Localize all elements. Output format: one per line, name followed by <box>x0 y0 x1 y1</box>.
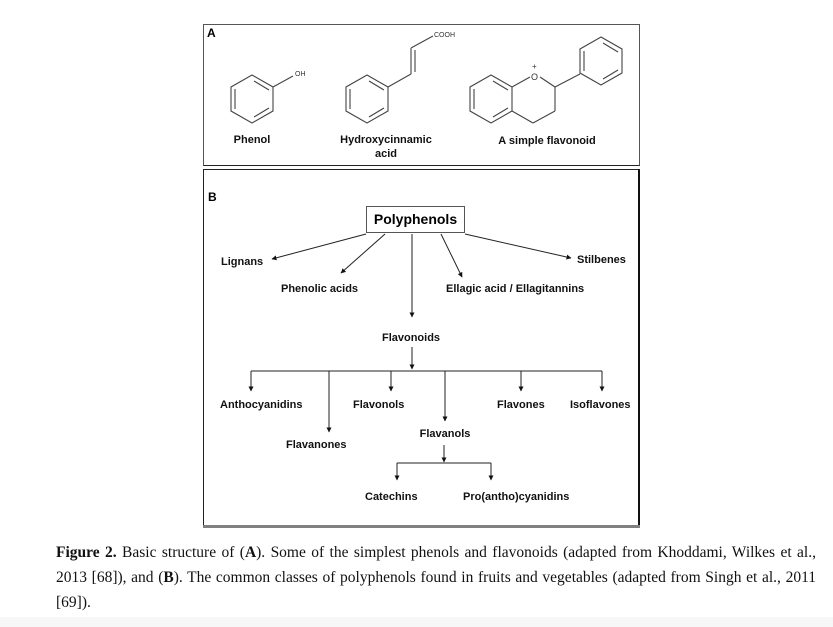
node-proanthocyanidins: Pro(antho)cyanidins <box>463 491 570 503</box>
arrow-to-stilbenes <box>464 233 572 260</box>
node-catechins: Catechins <box>365 491 418 503</box>
arrow-to-phenolic-acids <box>340 233 386 274</box>
hydroxycinnamic-label-line1: Hydroxycinnamic <box>340 134 432 146</box>
caption-label: Figure 2. <box>56 544 117 561</box>
page-bottom-strip <box>0 617 833 627</box>
phenol-oh-label: OH <box>295 71 306 78</box>
cooh-label: COOH <box>434 32 455 39</box>
node-flavonoids: Flavonoids <box>381 332 441 344</box>
node-phenolic-acids: Phenolic acids <box>281 283 359 295</box>
node-flavones: Flavones <box>497 399 545 411</box>
phenol-structure <box>230 74 294 124</box>
polyphenols-root-box: Polyphenols <box>366 206 465 233</box>
node-stilbenes: Stilbenes <box>577 254 626 266</box>
arrow-to-lignans <box>271 233 367 261</box>
node-flavanones: Flavanones <box>286 439 347 451</box>
phenol-label: Phenol <box>233 134 271 146</box>
node-isoflavones: Isoflavones <box>570 399 631 411</box>
caption-text-3: ). The common classes of polyphenols fou… <box>56 569 816 611</box>
caption-bold-a: A <box>244 544 257 561</box>
panel-b-letter: B <box>208 190 217 204</box>
arrow-to-ellagic <box>440 233 463 278</box>
charge-label: + <box>532 62 537 71</box>
node-ellagic-acid: Ellagic acid / Ellagitannins <box>446 283 585 295</box>
panel-a <box>203 24 640 166</box>
flavonoid-structure <box>469 36 623 124</box>
panel-a-letter: A <box>207 26 216 40</box>
caption-text-1: Basic structure of ( <box>116 544 245 561</box>
flavonoid-label: A simple flavonoid <box>498 135 596 147</box>
node-lignans: Lignans <box>221 256 264 268</box>
caption-bold-b: B <box>163 569 174 586</box>
oxygen-label: O <box>531 72 538 82</box>
node-flavanols: Flavanols <box>419 428 471 440</box>
node-flavonols: Flavonols <box>353 399 405 411</box>
node-anthocyanidins: Anthocyanidins <box>220 399 303 411</box>
hydroxycinnamic-label-line2: acid <box>374 148 398 160</box>
panel-b-bottom-border <box>203 525 640 528</box>
chemical-structures: OH COOH O + <box>230 32 623 124</box>
hydroxycinnamic-acid-structure <box>345 35 434 124</box>
figure-caption: Figure 2. Basic structure of (A). Some o… <box>56 540 816 615</box>
caption-text-2: ). Some of the simplest phenols and flav… <box>56 544 816 586</box>
